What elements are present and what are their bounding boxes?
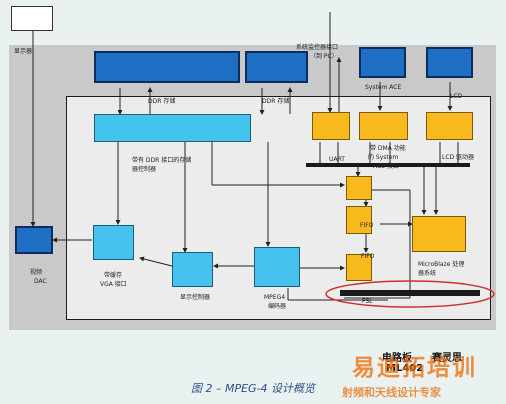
video-dac-label-1: 视频 (30, 269, 43, 276)
ddr-controller (94, 114, 251, 142)
microblaze-label-2: 器系统 (418, 270, 437, 277)
figure-caption: 图 2 – MPEG-4 设计概览 (190, 382, 316, 395)
debug-port-pc-label: （到 PC） (310, 53, 338, 60)
ddr-memory-2 (245, 51, 308, 83)
watermark-title: 易迪拓培训 (352, 355, 477, 381)
ace-ctrl-label: ACE 接口 (373, 163, 399, 170)
ddr-memory-1 (94, 51, 240, 83)
board-label-2: 赛灵思 (432, 353, 462, 364)
fsl-highlight (325, 280, 495, 308)
display-monitor (11, 6, 53, 31)
system-ace-label: System ACE (365, 84, 402, 91)
lcd-label: LCD (450, 93, 463, 100)
lcd-device (426, 47, 473, 78)
board-label-3: ML402 (386, 363, 424, 374)
display-controller-label: 显示控制器 (180, 294, 211, 301)
video-dac (15, 226, 53, 254)
watermark-subtitle: 射频和天线设计专家 (342, 386, 441, 399)
ddr-memory-1-label: DDR 存储 (148, 98, 176, 105)
microblaze-label-1: MicroBlaze 处理 (418, 261, 465, 268)
vga-label-2: VGA 接口 (100, 281, 127, 288)
microblaze-processor (412, 216, 466, 252)
dma-label: 带 DMA 功能 (370, 145, 406, 152)
display-label: 显示器 (14, 48, 33, 55)
fifo-bottom (346, 254, 372, 281)
board-label-1: 电路板 (382, 353, 412, 364)
display-controller (172, 252, 213, 287)
ddr-controller-label-1: 带有 DDR 接口的存储 (132, 157, 192, 164)
dma-label-2: 的 System (368, 154, 399, 161)
mpeg4-label-1: MPEG4 (264, 294, 286, 301)
fsl-label: FSL (362, 298, 373, 305)
fifo-label-1: FIFO (360, 222, 374, 229)
fifo-middle (346, 206, 372, 234)
lcd-driver-label: LCD 驱动器 (442, 154, 475, 161)
system-ace-controller (359, 112, 408, 140)
video-dac-label-2: DAC (34, 278, 47, 285)
fifo-top (346, 176, 372, 200)
vga-buffer (93, 225, 134, 260)
vga-label-1: 带缓存 (104, 272, 123, 279)
mpeg4-encoder (254, 247, 300, 287)
fifo-label-2: FIFO (361, 253, 375, 260)
debug-port-label: 系统监控器接口 (296, 44, 339, 51)
mpeg4-label-2: 编码器 (268, 303, 287, 310)
uart-block (312, 112, 350, 140)
uart-label: UART (329, 156, 345, 163)
system-ace-device (359, 47, 406, 78)
ddr-controller-label-2: 器控制器 (132, 166, 157, 173)
lcd-controller (426, 112, 473, 140)
ddr-memory-2-label: DDR 存储 (262, 98, 290, 105)
